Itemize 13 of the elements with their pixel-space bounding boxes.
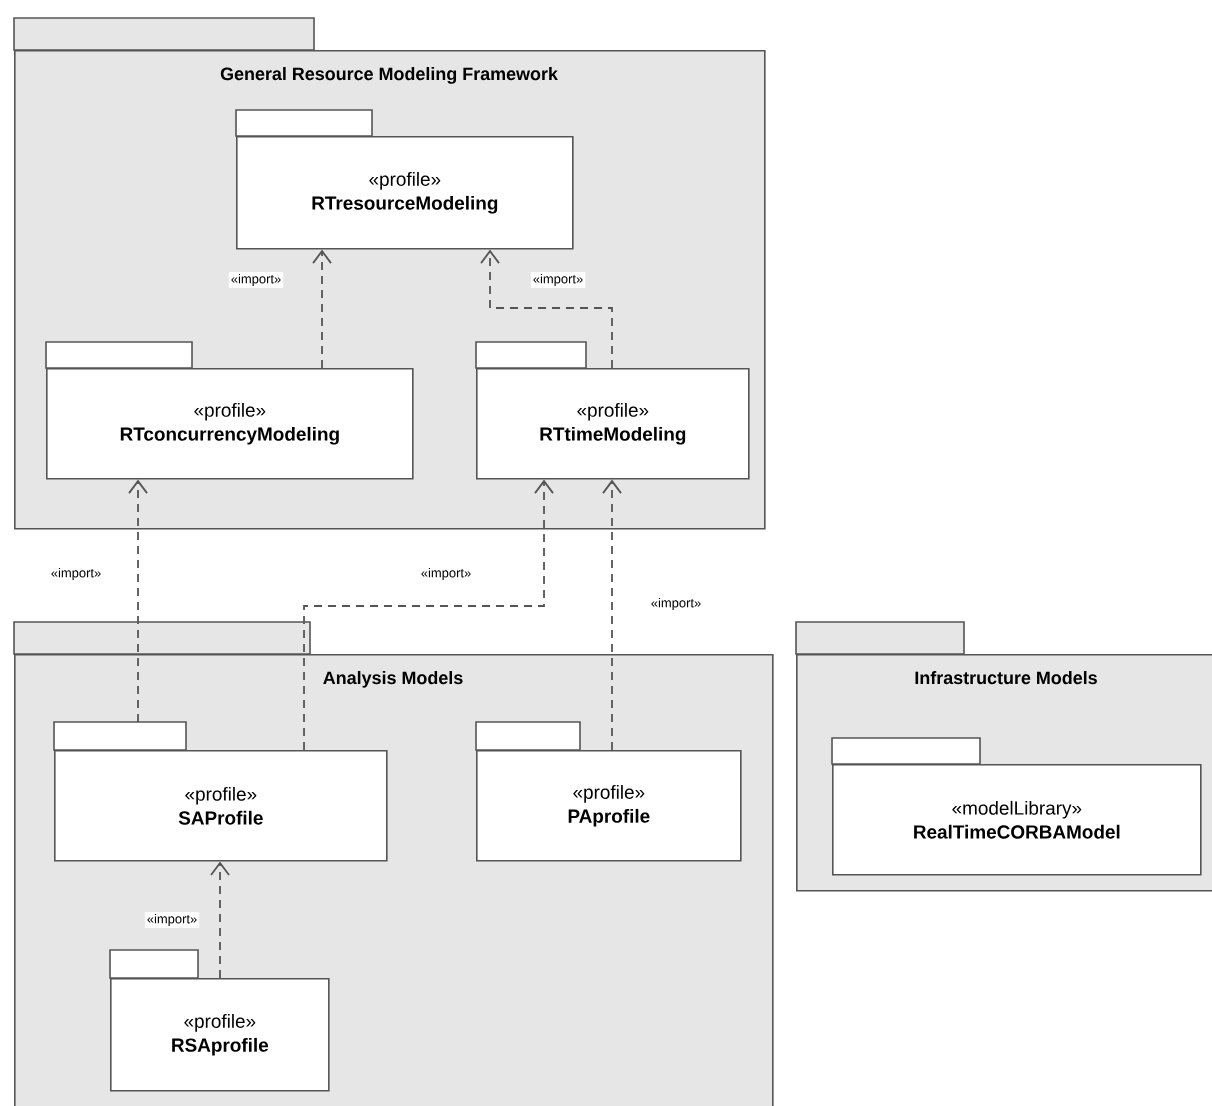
- package-box: «modelLibrary» RealTimeCORBAModel: [831, 737, 1202, 876]
- package-box: «profile» RTconcurrencyModeling: [45, 341, 414, 480]
- arrow: [303, 479, 554, 751]
- package-box: «profile» RTresourceModeling: [235, 109, 574, 250]
- package-box: «profile» PAprofile: [475, 721, 742, 862]
- arrow: [480, 249, 613, 369]
- arrow: [312, 249, 332, 369]
- arrow: [210, 861, 230, 979]
- package-box: «profile» SAProfile: [53, 721, 388, 862]
- arrow: [602, 479, 622, 751]
- package-box: «profile» RSAprofile: [109, 949, 330, 1092]
- package-box: «profile» RTtimeModeling: [475, 341, 750, 480]
- arrow: [128, 479, 148, 723]
